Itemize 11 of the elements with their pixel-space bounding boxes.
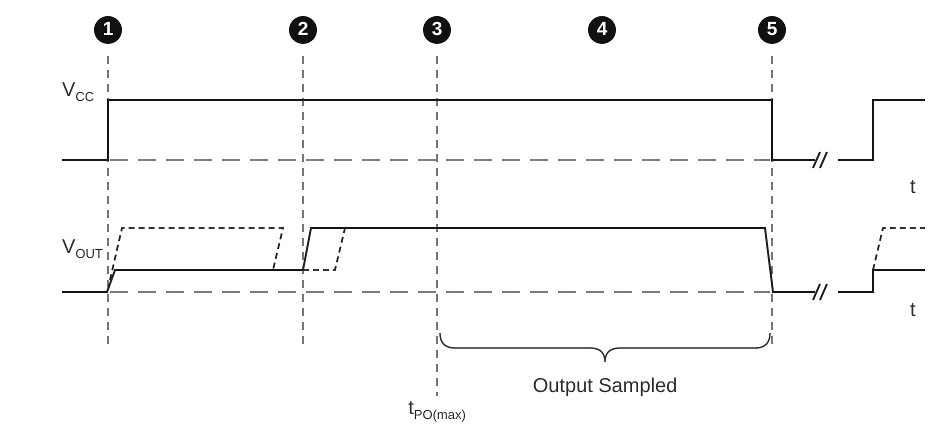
callout-number: 1 xyxy=(94,16,122,44)
signal-label: V$_{OUT}$ xyxy=(62,237,103,260)
callout-number: 4 xyxy=(588,16,616,44)
callout-number: 3 xyxy=(423,16,451,44)
axis-label: t xyxy=(910,300,916,320)
callout-number: 2 xyxy=(289,16,317,44)
callout-number: 5 xyxy=(758,16,786,44)
signal-label: V$_{CC}$ xyxy=(62,80,94,103)
time-marker-label: t$_{PO(max)}$ xyxy=(408,398,466,421)
bracket-label: Output Sampled xyxy=(532,376,678,396)
axis-label: t xyxy=(910,177,916,197)
